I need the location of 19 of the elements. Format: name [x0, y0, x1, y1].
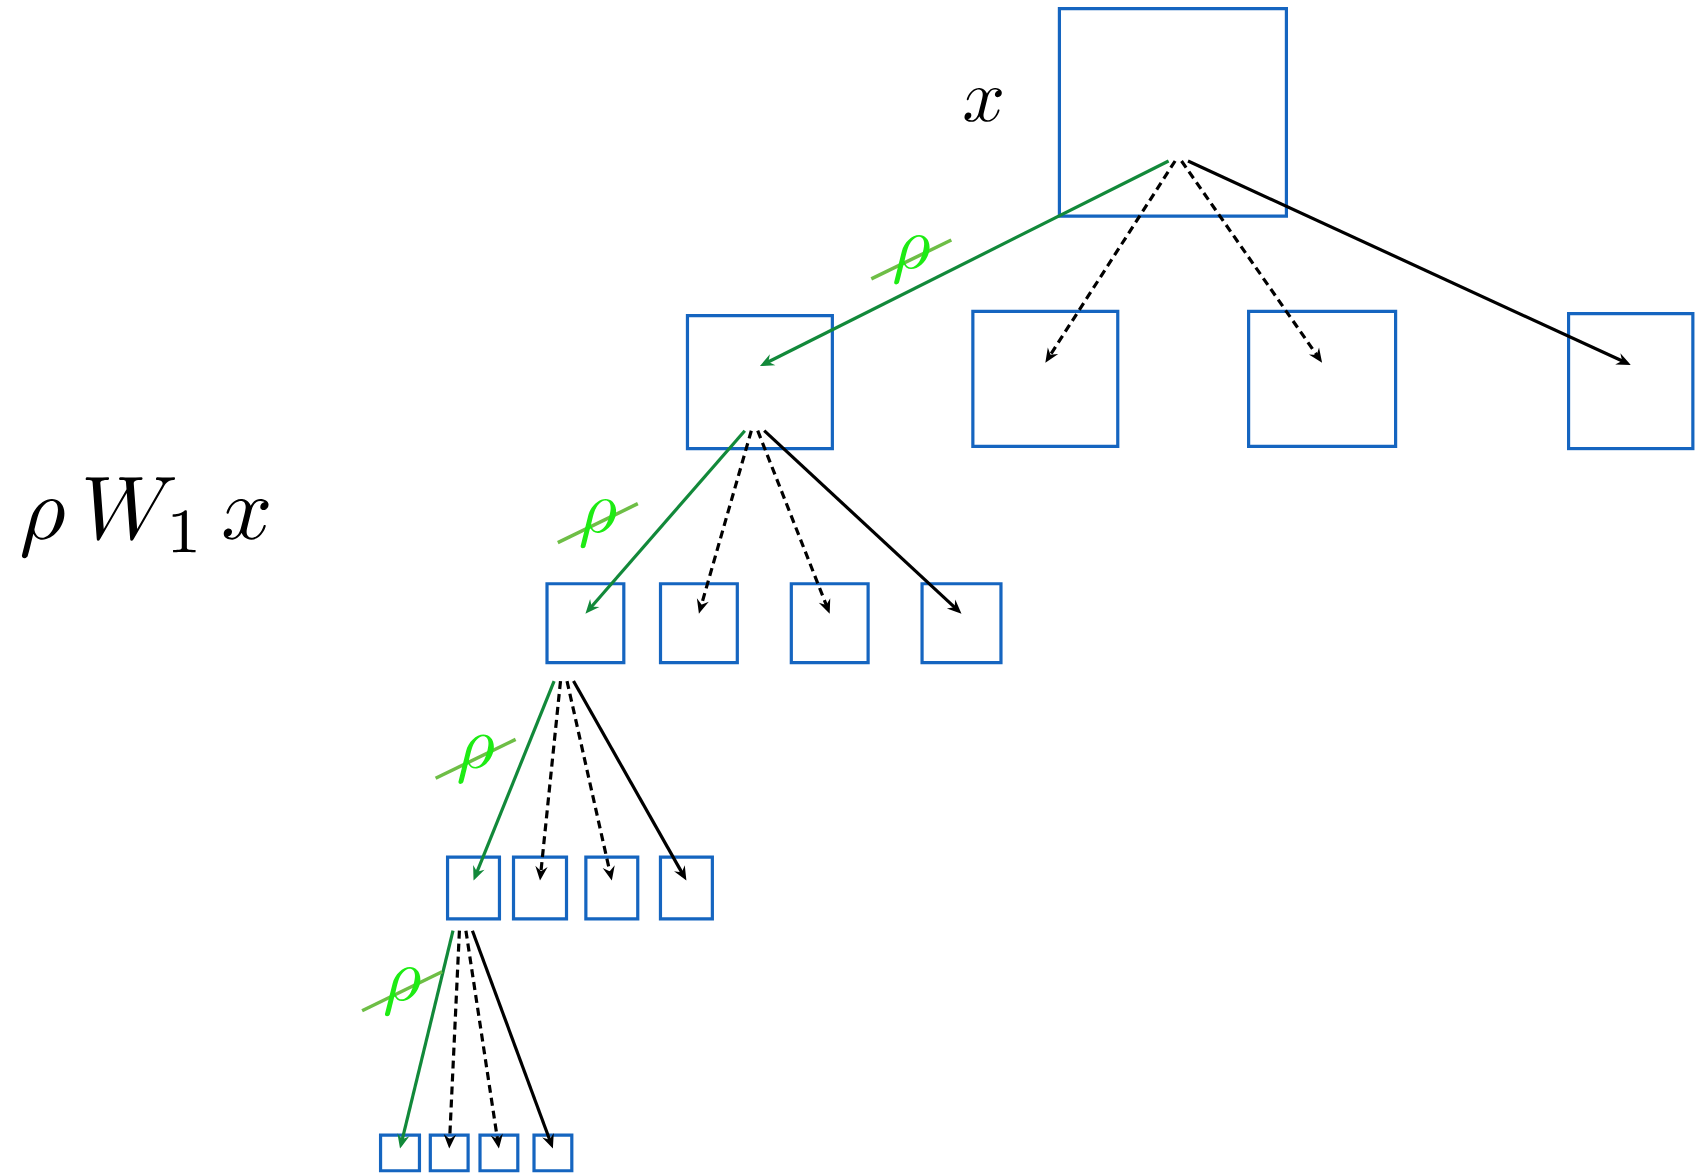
tree-box: [378, 1133, 422, 1173]
tree-box: [971, 309, 1120, 449]
tree-box: [532, 1133, 574, 1173]
tree-box: [789, 582, 870, 665]
tree-box: [445, 855, 502, 921]
tree-box: [584, 855, 640, 921]
tree-box: [1057, 7, 1288, 218]
tree-box: [1566, 311, 1695, 451]
tree-box: [428, 1133, 470, 1173]
formula-label: $x$: [964, 87, 1002, 122]
tree-box: [478, 1133, 520, 1173]
tree-box: [1247, 309, 1398, 449]
tree-box: [920, 582, 1003, 665]
tree-box: [658, 855, 714, 921]
formula-label: $\rho\,W_1\,x$: [21, 477, 269, 559]
tree-box: [658, 582, 739, 665]
tree-box: [685, 314, 834, 451]
tree-box: [511, 855, 569, 921]
tree-box: [545, 582, 626, 665]
